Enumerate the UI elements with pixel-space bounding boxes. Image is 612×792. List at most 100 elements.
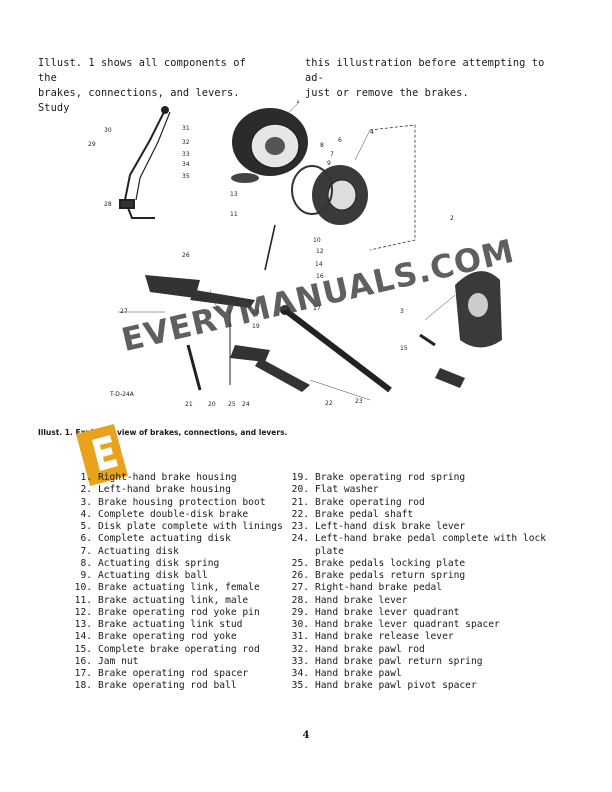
part-name: Disk plate complete with linings (98, 521, 283, 532)
callout-30: 30 (104, 127, 112, 134)
part-number: 29. (291, 606, 309, 618)
brake-operating-rod-drawing (186, 224, 436, 391)
part-number: 10. (74, 582, 92, 594)
parts-list-item: 8.Actuating disk spring (70, 558, 285, 570)
page-number: 4 (302, 730, 310, 741)
part-number: 11. (74, 594, 92, 606)
part-name: Left-hand brake pedal complete with lock… (315, 533, 547, 557)
part-number: 15. (74, 643, 92, 655)
parts-list-item: 4.Complete double-disk brake (70, 509, 285, 521)
part-number: 22. (291, 508, 309, 520)
part-number: 34. (291, 668, 309, 679)
callout-4: 4 (370, 129, 374, 136)
callout-20: 20 (208, 401, 216, 408)
parts-list-item: 28. Hand brake lever (287, 595, 547, 607)
part-name: Right-hand brake housing (98, 472, 237, 483)
part-number: 24. (291, 533, 309, 545)
part-name: Actuating disk spring (98, 557, 220, 569)
part-number: 17. (74, 668, 92, 679)
part-number: 19. (291, 472, 309, 483)
callout-11: 11 (230, 211, 238, 218)
part-number: 20. (291, 484, 309, 496)
part-number: 33. (291, 655, 309, 667)
parts-list-item: 9.Actuating disk ball (70, 570, 285, 582)
brake-housing-drawing (231, 108, 308, 183)
part-name: Flat washer (315, 484, 379, 496)
callout-32: 32 (182, 139, 190, 146)
part-name: Hand brake lever quadrant (315, 606, 460, 618)
callout-10: 10 (313, 237, 321, 244)
parts-list-item: 13.Brake actuating link stud (70, 619, 285, 631)
part-number: 16. (74, 655, 92, 667)
parts-list-right: 19. Brake operating rod spring 20. Flat was… (287, 472, 547, 693)
callout-1: 1 (296, 100, 300, 105)
callout-22: 22 (325, 400, 333, 407)
callout-31: 31 (182, 125, 190, 132)
parts-list-item: 25.Brake pedals locking plate (287, 558, 547, 570)
part-number: 21. (291, 496, 309, 508)
parts-list-item: 20. Flat washer (287, 484, 547, 496)
callout-16: 16 (316, 273, 324, 280)
part-name: Right-hand brake pedal (315, 582, 443, 594)
part-number: 27. (291, 582, 309, 594)
callout-27: 27 (120, 308, 128, 315)
part-name: Actuating disk (98, 545, 179, 557)
brake-pedal-drawing (145, 275, 465, 392)
parts-list-item: 1.Right-hand brake housing (70, 472, 285, 484)
part-number: 3. (80, 496, 92, 508)
callout-9: 9 (327, 160, 331, 167)
part-name: Brake pedals locking plate (315, 557, 466, 569)
parts-list-item: 21.Brake operating rod (287, 497, 547, 509)
part-number: 31. (291, 631, 309, 643)
part-name: Hand brake pawl rod (315, 643, 425, 655)
part-name: Brake pedal shaft (315, 508, 414, 520)
part-number: 28. (291, 594, 309, 606)
left-brake-housing-drawing (455, 271, 502, 348)
part-name: Hand brake pawl (315, 668, 402, 679)
parts-list-item: 23.Left-hand disk brake lever (287, 521, 547, 533)
callout-35: 35 (182, 173, 190, 180)
part-number: 9. (80, 570, 92, 581)
part-name: Brake pedals return spring (315, 570, 466, 581)
part-number: 30. (291, 619, 309, 630)
parts-list-item: 19. Brake operating rod spring (287, 472, 547, 484)
part-name: Left-hand disk brake lever (315, 521, 466, 532)
part-number: 12. (74, 606, 92, 618)
part-name: Complete actuating disk (98, 533, 231, 545)
part-name: Hand brake lever quadrant spacer (315, 619, 500, 630)
callout-labels: 1 2 3 4 5 6 7 8 9 10 11 12 13 14 15 16 1… (88, 100, 454, 408)
callout-19: 19 (252, 323, 260, 330)
parts-list-item: 35.Hand brake pawl pivot spacer (287, 680, 547, 692)
parts-list-item: 14.Brake operating rod yoke (70, 631, 285, 643)
part-number: 2. (80, 484, 92, 496)
part-name: Left-hand brake housing (98, 484, 231, 496)
parts-list-item: 3.Brake housing protection boot (70, 497, 285, 509)
parts-list-item: 11.Brake actuating link, male (70, 595, 285, 607)
part-name: Hand brake pawl return spring (315, 655, 483, 667)
parts-list-item: 26. Brake pedals return spring (287, 570, 547, 582)
part-number: 4. (80, 508, 92, 520)
part-number: 7. (80, 545, 92, 557)
part-name: Hand brake lever (315, 594, 408, 606)
parts-list-item: 24. Left-hand brake pedal complete with l… (287, 533, 547, 558)
parts-list-item: 12.Brake operating rod yoke pin (70, 607, 285, 619)
callout-7: 7 (330, 151, 334, 158)
part-number: 18. (74, 680, 92, 692)
part-number: 32. (291, 643, 309, 655)
parts-list-item: 10. Brake actuating link, female (70, 582, 285, 594)
callout-2: 2 (450, 215, 454, 222)
figure-caption: Illust. 1. Exploded view of brakes, conn… (38, 428, 288, 437)
callout-29: 29 (88, 141, 96, 148)
callout-26: 26 (182, 252, 190, 259)
parts-list-item: 32. Hand brake pawl rod (287, 644, 547, 656)
part-name: Brake actuating link, female (98, 582, 260, 594)
parts-list-item: 34. Hand brake pawl (287, 668, 547, 680)
part-number: 26. (291, 570, 309, 581)
callout-8: 8 (320, 142, 324, 149)
parts-list-item: 2. Left-hand brake housing (70, 484, 285, 496)
part-number: 35. (291, 680, 309, 692)
part-name: Brake operating rod spring (315, 472, 466, 483)
hand-brake-lever-drawing (119, 106, 171, 219)
parts-list-item: 15.Complete brake operating rod (70, 644, 285, 656)
